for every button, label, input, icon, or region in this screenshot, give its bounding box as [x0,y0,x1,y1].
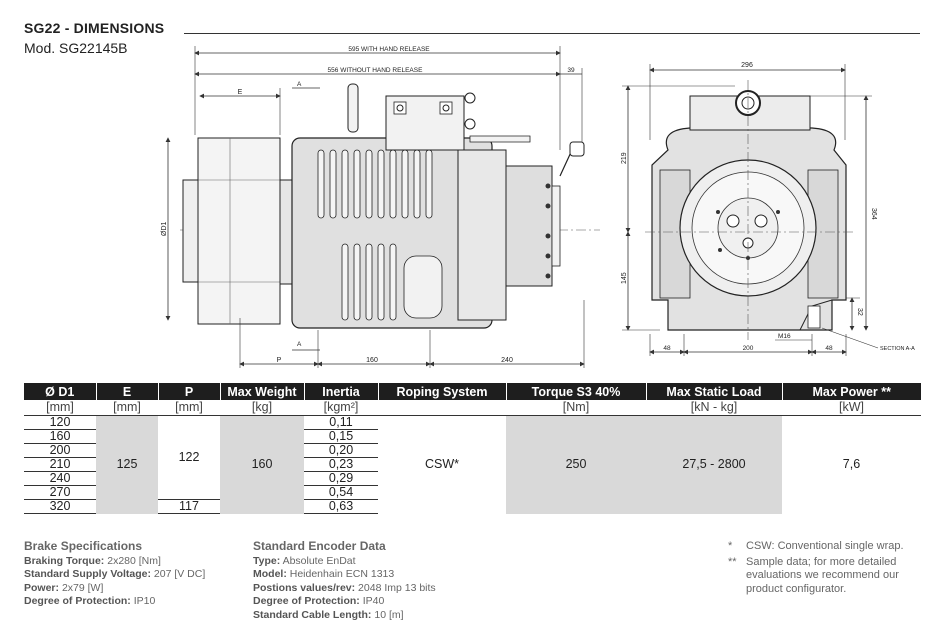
cell-static-load: 27,5 - 2800 [646,415,782,514]
cell-p-last: 117 [158,499,220,514]
cell-d1: 210 [24,457,96,472]
dim-48-left-label: 48 [663,345,671,352]
col-header-power: Max Power ** [782,383,921,400]
col-header-weight: Max Weight [220,383,305,400]
table-header-row: Ø D1 E P Max Weight Inertia Roping Syste… [24,383,921,400]
brake-power-line: Power: 2x79 [W] [24,581,104,594]
dim-m16-label: M16 [778,333,791,340]
dim-145-label: 145 [621,272,628,284]
dim-32-label: 32 [856,308,863,316]
col-header-d1: Ø D1 [24,383,97,400]
section-aa-label: SECTION A-A [880,346,915,352]
col-header-e: E [96,383,159,400]
table-row: 200 0,20 [24,443,921,458]
unit-torque: [Nm] [506,400,646,416]
section-a-top: A [297,81,302,88]
table-row: 210 0,23 [24,457,921,472]
cell-inertia: 0,29 [304,471,378,486]
cell-power: 7,6 [842,457,861,472]
dim-219-label: 219 [621,152,628,164]
table-row: 160 0,15 [24,429,921,444]
units-row: [mm] [mm] [mm] [kg] [kgm²] [Nm] [kN - kg… [24,400,921,416]
cell-roping: CSW* [424,457,460,472]
section-a-bottom: A [297,341,302,348]
model-subtitle: Mod. SG22145B [24,40,128,56]
cell-e: 125 [96,415,158,514]
cell-d1: 200 [24,443,96,458]
cell-inertia: 0,15 [304,429,378,444]
unit-power: [kW] [782,400,921,416]
cell-d1: 160 [24,429,96,444]
dim-160-label: 160 [366,357,378,364]
dim-p-label: P [277,357,282,364]
unit-inertia: [kgm²] [304,400,378,416]
encoder-heading: Standard Encoder Data [253,539,386,553]
table-row: 240 0,29 [24,471,921,486]
unit-weight: [kg] [220,400,304,416]
brake-heading: Brake Specifications [24,539,143,553]
title-rule [184,33,920,34]
table-row: 270 0,54 [24,485,921,500]
brake-protection-line: Degree of Protection: IP10 [24,595,156,608]
footnote-sample-data: **Sample data; for more detailed evaluat… [728,555,899,595]
encoder-data: Standard Encoder Data Type: Absolute EnD… [253,539,436,623]
dim-48-right-label: 48 [825,345,833,352]
dimension-drawing: 595 WITH HAND RELEASE 556 WITHOUT HAND R… [161,46,915,368]
dim-d1-label: ØD1 [161,222,168,237]
cell-inertia: 0,63 [304,499,378,514]
cell-weight: 160 [220,415,304,514]
col-header-roping: Roping System [378,383,507,400]
dim-556-label: 556 WITHOUT HAND RELEASE [328,67,424,74]
page-title: SG22 - DIMENSIONS [24,20,165,36]
encoder-model-line: Model: Heidenhain ECN 1313 [253,568,395,581]
unit-p: [mm] [158,400,220,416]
col-header-inertia: Inertia [304,383,379,400]
front-view: 296 219 145 364 32 [621,62,915,356]
encoder-positions-line: Postions values/rev: 2048 Imp 13 bits [253,581,436,594]
unit-d1: [mm] [24,400,96,416]
cell-inertia: 0,20 [304,443,378,458]
spec-table: Ø D1 E P Max Weight Inertia Roping Syste… [24,383,921,514]
encoder-type-line: Type: Absolute EnDat [253,554,356,567]
cell-inertia: 0,11 [304,415,378,430]
cell-torque: 250 [506,415,646,514]
cell-inertia: 0,23 [304,457,378,472]
side-view: 595 WITH HAND RELEASE 556 WITHOUT HAND R… [161,46,600,368]
cell-d1: 270 [24,485,96,500]
dim-595-label: 595 WITH HAND RELEASE [348,46,430,53]
braking-torque-line: Braking Torque: 2x280 [Nm] [24,554,161,567]
dim-39-label: 39 [567,67,575,74]
cell-d1: 240 [24,471,96,486]
footnote-csw: *CSW: Conventional single wrap. [728,540,904,552]
dim-364-label: 364 [870,208,877,220]
dim-296-label: 296 [741,62,753,69]
col-header-torque: Torque S3 40% [506,383,647,400]
cell-inertia: 0,54 [304,485,378,500]
encoder-cable-line: Standard Cable Length: 10 [m] [253,608,404,621]
table-row: 120 125 122 160 0,11 CSW* 250 27,5 - 280… [24,415,921,514]
unit-e: [mm] [96,400,158,416]
cell-d1: 320 [24,499,96,514]
table-row: 320 117 0,63 [24,499,921,514]
col-header-p: P [158,383,221,400]
dim-200-label: 200 [743,345,754,352]
col-header-static-load: Max Static Load [646,383,783,400]
supply-voltage-line: Standard Supply Voltage: 207 [V DC] [24,568,206,581]
cell-d1: 120 [24,415,96,430]
dim-240-label: 240 [501,357,513,364]
dim-e-label: E [238,89,243,96]
unit-static-load: [kN - kg] [646,400,782,416]
brake-specifications: Brake Specifications Braking Torque: 2x2… [24,539,206,609]
footnotes: *CSW: Conventional single wrap. **Sample… [728,540,928,598]
unit-roping [378,400,506,416]
cell-p-main: 122 [178,450,200,464]
encoder-protection-line: Degree of Protection: IP40 [253,595,385,608]
